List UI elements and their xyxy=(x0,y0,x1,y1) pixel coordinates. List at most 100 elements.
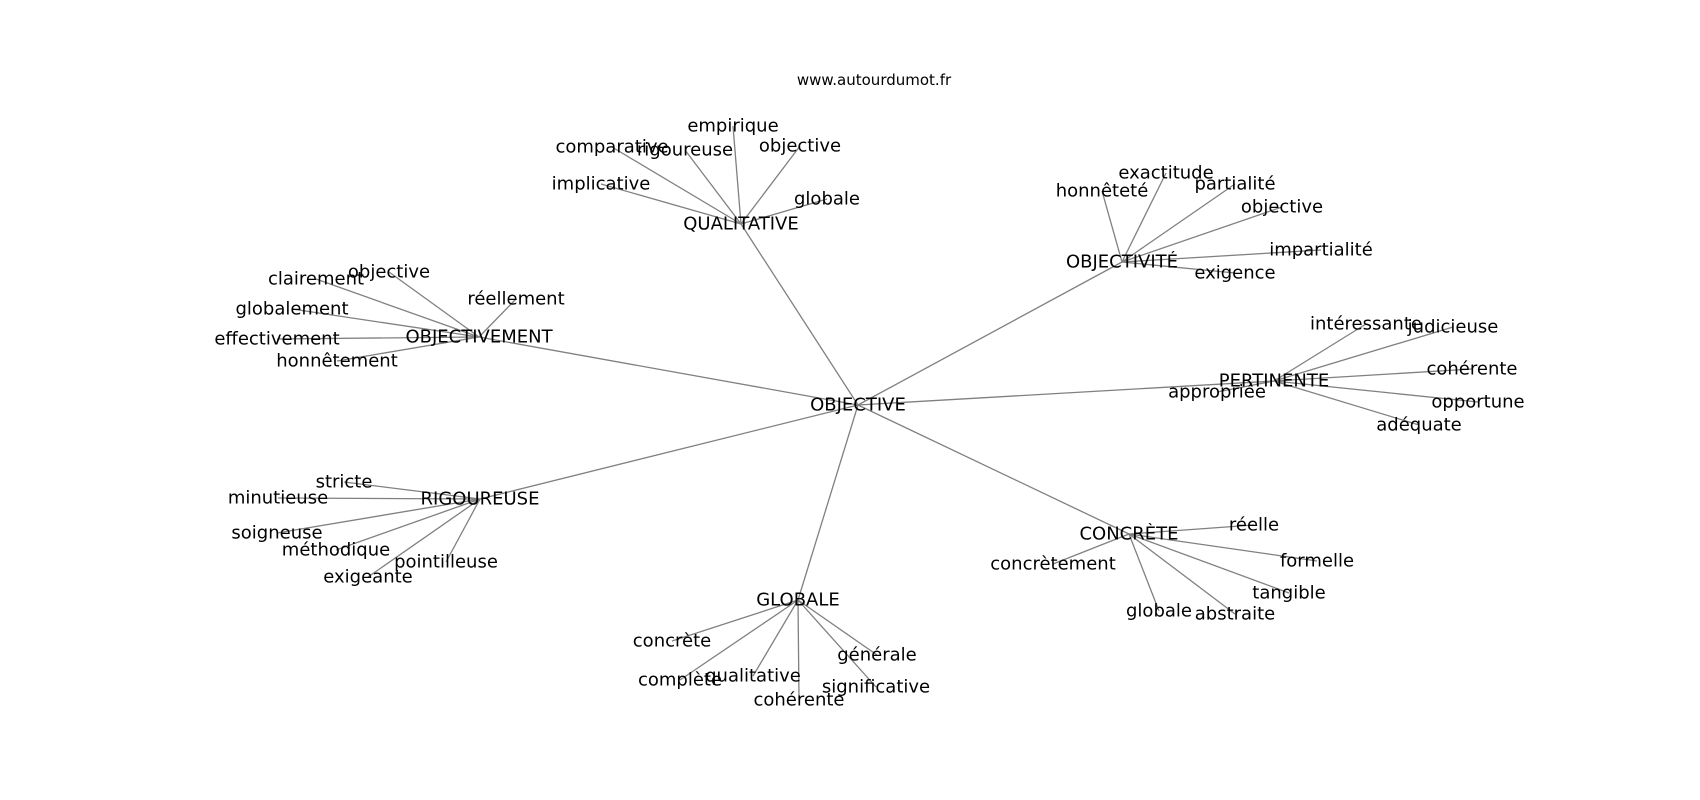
node-center[interactable]: OBJECTIVE xyxy=(810,395,906,416)
labels-layer: OBJECTIVE QUALITATIVE empirique comparative… xyxy=(214,116,1524,711)
edge-objectivite-exactitude xyxy=(1121,172,1167,263)
leaf-objectivite-objective[interactable]: objective xyxy=(1241,197,1323,218)
edge-rigoureuse-exigeante xyxy=(367,498,481,578)
edges-layer xyxy=(276,125,1479,701)
edge-objectivement-reellement xyxy=(478,298,517,338)
leaf-pertinente-appropriee[interactable]: appropriée xyxy=(1168,382,1266,403)
edge-center-objectivement xyxy=(478,336,859,406)
edge-objectivite-objective xyxy=(1121,206,1283,263)
edge-objectivite-exigence xyxy=(1121,261,1236,274)
leaf-globale-significative[interactable]: significative xyxy=(822,677,930,698)
edge-objectivement-objective xyxy=(388,271,480,338)
leaf-concrete-globale[interactable]: globale xyxy=(1126,601,1192,622)
leaf-qualitative-implicative[interactable]: implicative xyxy=(552,174,651,195)
edge-pertinente-coherente xyxy=(1273,368,1473,382)
leaf-globale-generale[interactable]: générale xyxy=(837,645,917,666)
leaf-concrete-formelle[interactable]: formelle xyxy=(1280,551,1354,572)
leaf-pertinente-coherente[interactable]: cohérente xyxy=(1426,359,1517,380)
edge-pertinente-adequate xyxy=(1273,380,1420,426)
leaf-rigoureuse-stricte[interactable]: stricte xyxy=(316,472,373,493)
leaf-concrete-tangible[interactable]: tangible xyxy=(1252,583,1325,604)
leaf-rigoureuse-pointilleuse[interactable]: pointilleuse xyxy=(394,552,498,573)
edge-globale-concrete xyxy=(671,599,799,642)
edge-objectivement-honnetement xyxy=(336,336,480,362)
leaf-qualitative-objective[interactable]: objective xyxy=(759,136,841,157)
leaf-concrete-concretement[interactable]: concrètement xyxy=(990,554,1116,575)
edge-globale-significative xyxy=(797,599,877,688)
edge-concrete-tangible xyxy=(1128,533,1290,594)
leaf-globale-qualitative[interactable]: qualitative xyxy=(705,666,801,687)
edge-concrete-concretement xyxy=(1052,533,1130,565)
leaf-qualitative-empirique[interactable]: empirique xyxy=(687,116,778,137)
edge-objectivement-effectivement xyxy=(276,336,480,340)
leaf-objectivite-honnetete[interactable]: honnêteté xyxy=(1056,181,1149,202)
leaf-objectivite-partialite[interactable]: partialité xyxy=(1194,174,1275,195)
node-objectivite[interactable]: OBJECTIVITÉ xyxy=(1066,251,1178,273)
edge-objectivite-impartialite xyxy=(1121,249,1322,263)
leaf-objectivement-objective[interactable]: objective xyxy=(348,262,430,283)
edge-globale-coherente xyxy=(797,599,800,701)
node-objectivement[interactable]: OBJECTIVEMENT xyxy=(405,327,553,348)
leaf-rigoureuse-minutieuse[interactable]: minutieuse xyxy=(228,488,328,509)
leaf-pertinente-adequate[interactable]: adéquate xyxy=(1376,415,1462,436)
leaf-globale-coherente[interactable]: cohérente xyxy=(753,690,844,711)
node-rigoureuse[interactable]: RIGOUREUSE xyxy=(421,489,540,510)
edge-center-pertinente xyxy=(857,380,1275,406)
edge-qualitative-comparative xyxy=(611,146,742,225)
edge-objectivite-honnetete xyxy=(1101,190,1123,263)
leaf-globale-concrete[interactable]: concrète xyxy=(633,631,711,652)
node-qualitative[interactable]: QUALITATIVE xyxy=(683,214,799,235)
edge-qualitative-rigoureuse xyxy=(684,149,742,225)
edge-center-globale xyxy=(797,404,859,601)
edge-rigoureuse-methodique xyxy=(335,498,481,551)
edge-pertinente-judicieuse xyxy=(1273,326,1454,382)
edge-center-objectivite xyxy=(857,261,1123,406)
edge-pertinente-interessante xyxy=(1273,323,1367,382)
edge-rigoureuse-minutieuse xyxy=(277,497,481,500)
node-pertinente[interactable]: PERTINENTE xyxy=(1219,371,1329,392)
leaf-pertinente-judicieuse[interactable]: judicieuse xyxy=(1407,317,1499,338)
edge-globale-generale xyxy=(797,599,878,656)
leaf-objectivite-exactitude[interactable]: exactitude xyxy=(1118,163,1213,184)
leaf-rigoureuse-soigneuse[interactable]: soigneuse xyxy=(231,523,322,544)
edge-qualitative-globale xyxy=(740,198,828,225)
edge-objectivite-partialite xyxy=(1121,183,1236,263)
leaf-qualitative-globale[interactable]: globale xyxy=(794,189,860,210)
leaf-concrete-reelle[interactable]: réelle xyxy=(1229,515,1279,536)
edge-rigoureuse-soigneuse xyxy=(276,498,481,534)
edge-concrete-abstraite xyxy=(1128,533,1236,615)
leaf-objectivement-honnetement[interactable]: honnêtement xyxy=(276,351,398,372)
leaf-pertinente-interessante[interactable]: intéressante xyxy=(1310,314,1422,335)
edge-qualitative-empirique xyxy=(732,125,742,225)
edge-globale-qualitative xyxy=(752,599,799,677)
edge-concrete-reelle xyxy=(1128,524,1255,535)
edge-objectivement-clairement xyxy=(315,278,480,338)
leaf-objectivement-globalement[interactable]: globalement xyxy=(235,299,348,320)
edge-qualitative-objective xyxy=(740,145,801,225)
leaf-objectivement-reellement[interactable]: réellement xyxy=(467,289,564,310)
leaf-concrete-abstraite[interactable]: abstraite xyxy=(1195,604,1275,625)
leaf-qualitative-comparative[interactable]: comparative xyxy=(555,137,668,158)
site-url: www.autourdumot.fr xyxy=(797,71,952,89)
edge-rigoureuse-stricte xyxy=(343,481,481,500)
edge-objectivement-globalement xyxy=(291,308,480,338)
edge-concrete-globale xyxy=(1128,533,1160,612)
leaf-qualitative-rigoureuse[interactable]: rigoureuse xyxy=(637,140,733,161)
leaf-objectivite-impartialite[interactable]: impartialité xyxy=(1269,240,1373,261)
leaf-globale-complete[interactable]: complète xyxy=(638,670,722,691)
leaf-objectivite-exigence[interactable]: exigence xyxy=(1194,263,1275,284)
edge-rigoureuse-pointilleuse xyxy=(445,498,481,563)
edge-pertinente-opportune xyxy=(1273,380,1479,403)
edge-center-qualitative xyxy=(740,223,859,406)
edge-globale-complete xyxy=(679,599,799,681)
edge-concrete-formelle xyxy=(1128,533,1318,562)
node-globale[interactable]: GLOBALE xyxy=(756,590,840,611)
leaf-objectivement-clairement[interactable]: clairement xyxy=(268,269,364,290)
node-concrete[interactable]: CONCRÈTE xyxy=(1079,523,1178,545)
leaf-objectivement-effectivement[interactable]: effectivement xyxy=(214,329,339,350)
leaf-pertinente-opportune[interactable]: opportune xyxy=(1431,392,1524,413)
leaf-rigoureuse-exigeante[interactable]: exigeante xyxy=(323,567,412,588)
edge-pertinente-appropriee xyxy=(1216,380,1275,393)
leaf-rigoureuse-methodique[interactable]: méthodique xyxy=(282,540,390,561)
